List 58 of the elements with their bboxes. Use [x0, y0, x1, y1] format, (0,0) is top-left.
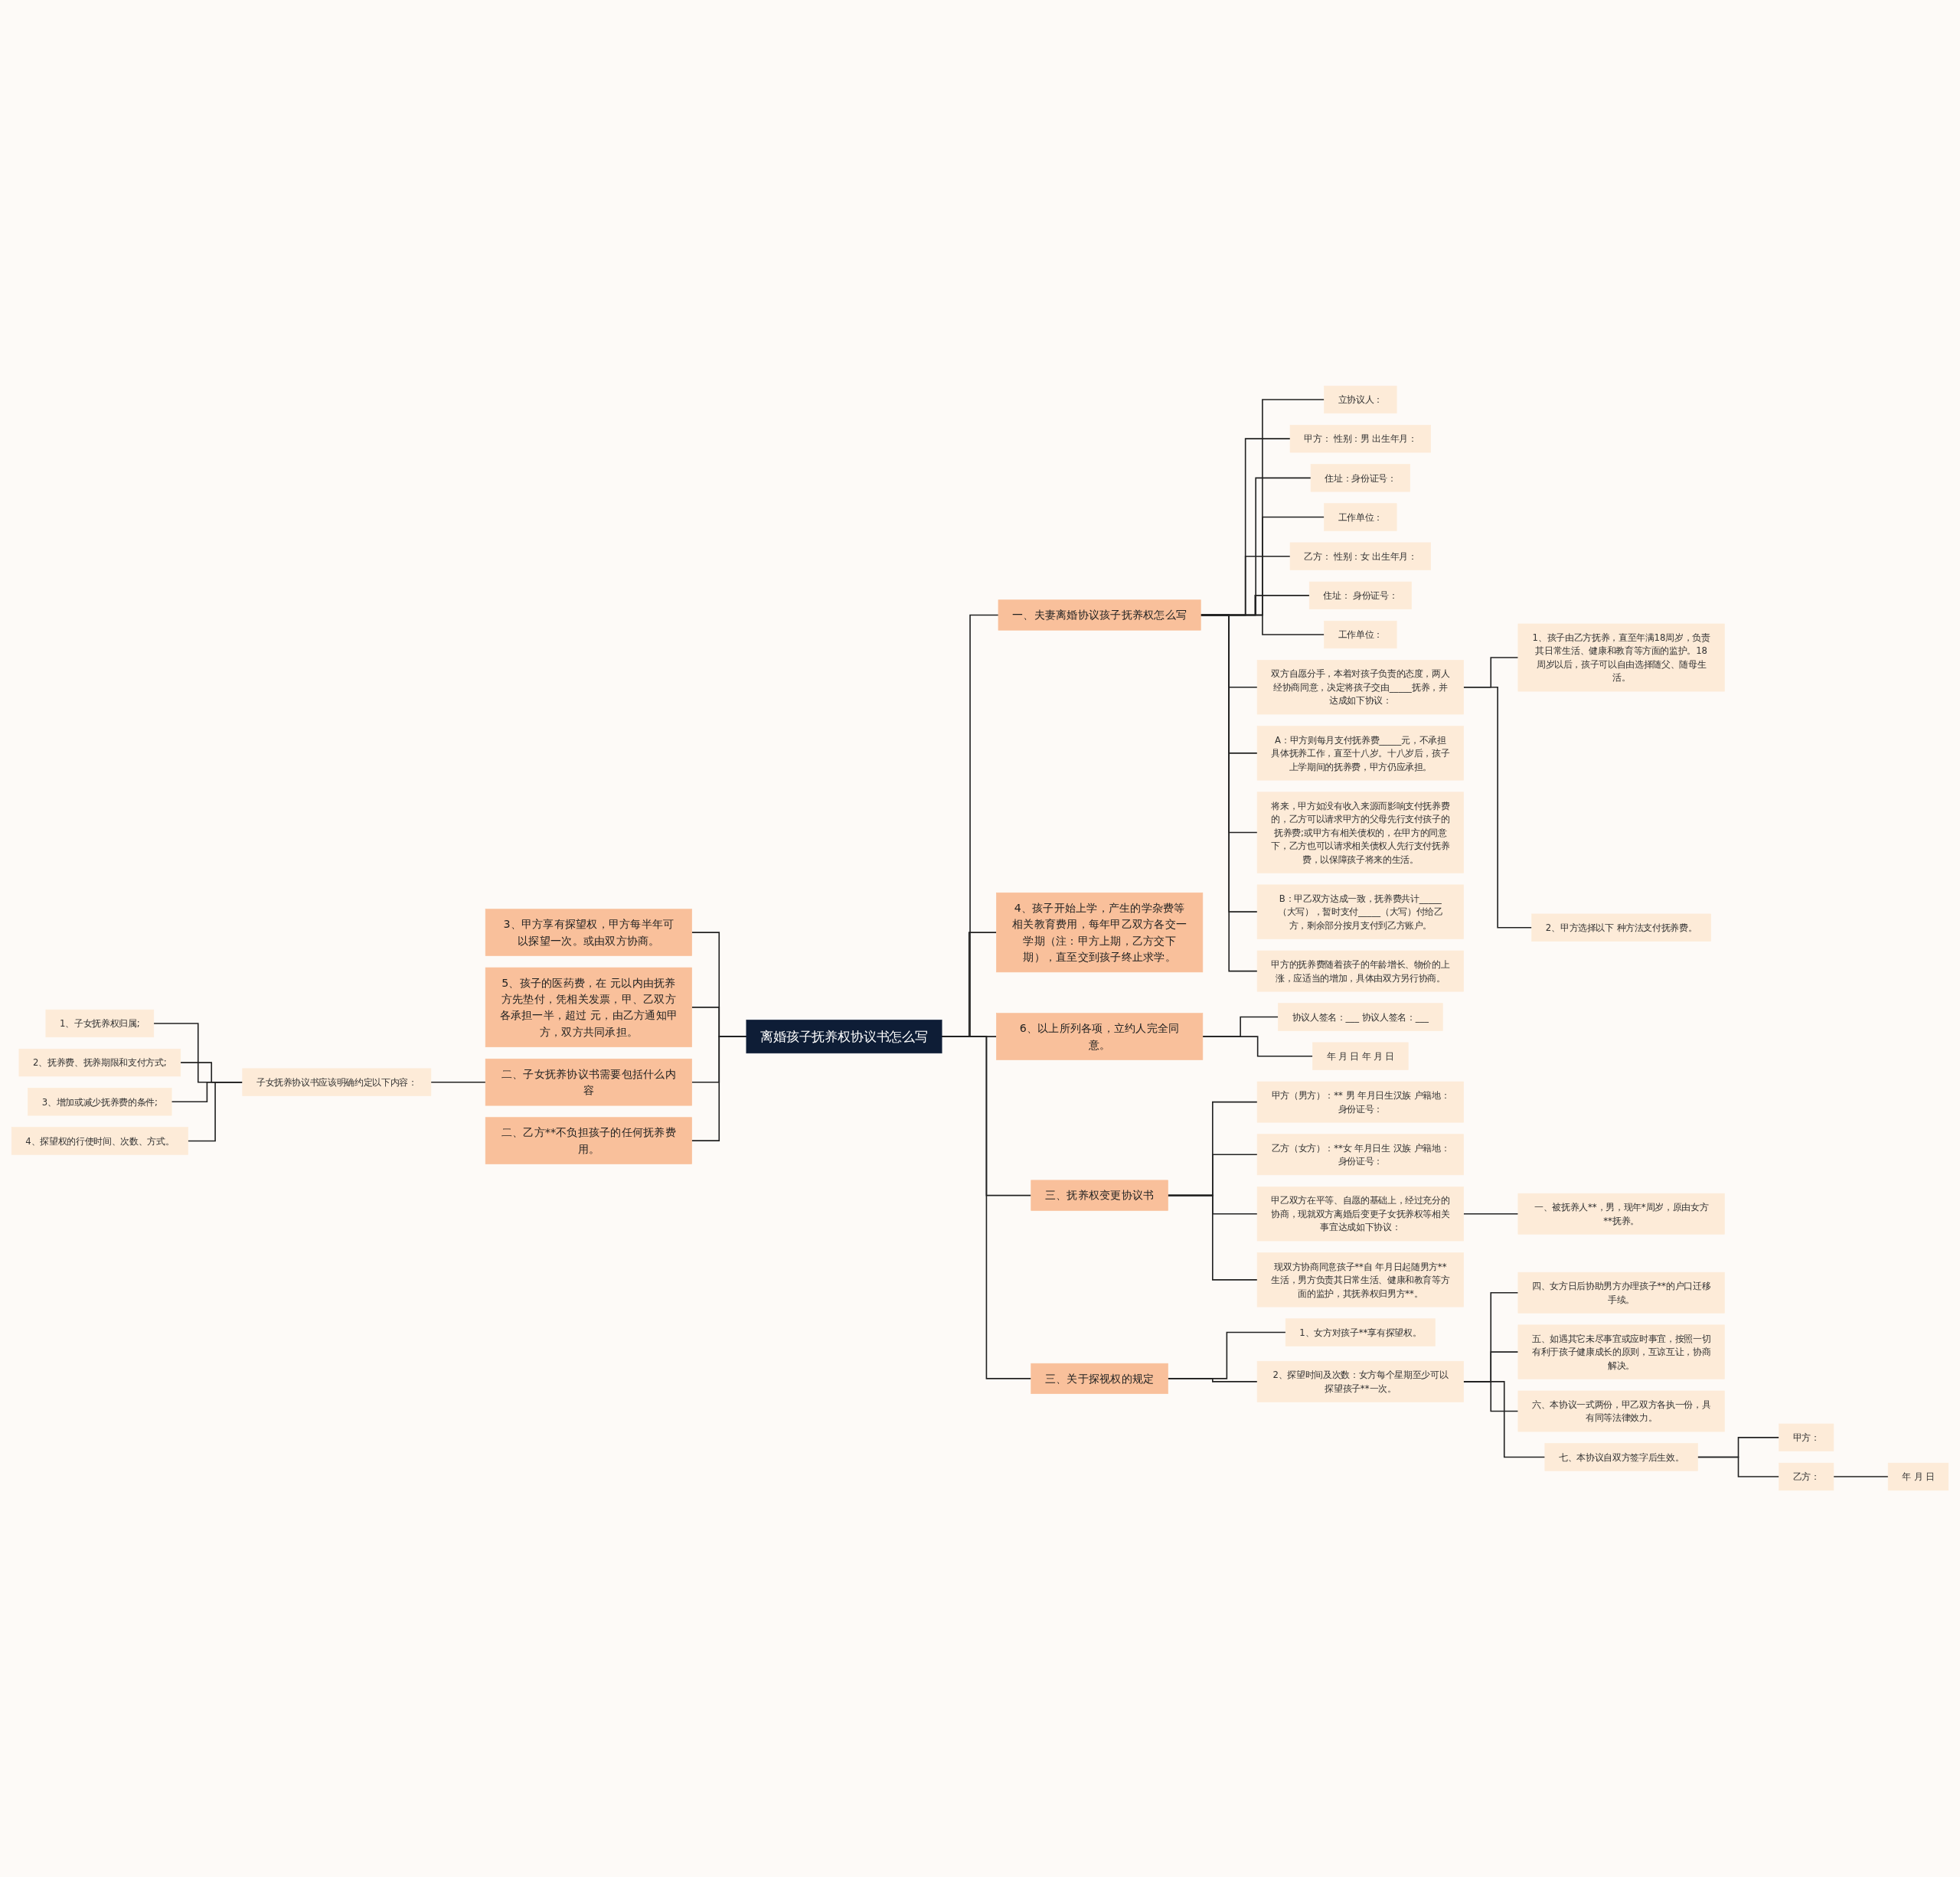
node-box: 一、夫妻离婚协议孩子抚养权怎么写: [998, 599, 1201, 632]
connector: [1833, 1476, 1889, 1478]
node-box: 甲乙双方在平等、自愿的基础上，经过充分的协商，现就双方离婚后变更子女抚养权等相关事宜达成如下协议：: [1256, 1187, 1464, 1242]
node-box: 三、抚养权变更协议书: [1031, 1180, 1168, 1212]
node-box: 双方自愿分手，本着对孩子负责的态度，两人经协商同意，决定将孩子交由_____抚养，并达成如下协议：: [1256, 660, 1464, 715]
node-box: 二、子女抚养协议书需要包括什么内容: [485, 1059, 692, 1106]
node-box: 协议人签名：___ 协议人签名：___: [1278, 1003, 1443, 1032]
connector: [1167, 1195, 1258, 1281]
connector: [1462, 1381, 1546, 1458]
node-box: 3、增加或减少抚养费的条件;: [28, 1088, 172, 1116]
node-box: 2、甲方选择以下 种方法支付抚养费。: [1531, 914, 1711, 942]
node-box: 4、孩子开始上学，产生的学杂费等相关教育费用，每年甲乙双方各交一学期（注：甲方上期，乙方交下期），直至交到孩子终止求学。: [996, 893, 1204, 973]
node-box: 三、关于探视权的规定: [1031, 1363, 1168, 1395]
connector: [1697, 1457, 1780, 1478]
node-box: 住址： 身份证号：: [1308, 582, 1412, 610]
connector: [1202, 1036, 1314, 1057]
node-box: 年 月 日: [1887, 1463, 1949, 1491]
node-box: 子女抚养协议书应该明确约定以下内容：: [242, 1069, 432, 1097]
node-box: 六、本协议一式两份，甲乙双方各执一份，具有同等法律效力。: [1517, 1391, 1725, 1432]
node-box: 住址：身份证号：: [1310, 464, 1410, 492]
node-box: 五、如遇其它未尽事宜或应时事宜，按照一切有利于孩子健康成长的原则，互谅互让，协商解决。: [1517, 1324, 1725, 1380]
node-box: 3、甲方享有探望权，甲方每半年可以探望一次。或由双方协商。: [485, 909, 692, 957]
connector: [1462, 687, 1533, 929]
node-box: B：甲乙双方达成一致，抚养费共计_____（大写），暂时支付_____（大写）付给乙方，剩余部分按月支付到乙方账户。: [1256, 885, 1464, 940]
node-box: 立协议人：: [1324, 386, 1397, 414]
node-box: 乙方（女方）：**女 年月日生 汉族 户籍地：身份证号：: [1256, 1134, 1464, 1176]
node-box: 5、孩子的医药费，在 元以内由抚养方先垫付，凭相关发票，甲、乙双方各承担一半，超过 元，由乙方通知甲方，双方共同承担。: [485, 968, 692, 1048]
connector: [1200, 615, 1258, 972]
node-box: 离婚孩子抚养权协议书怎么写: [746, 1020, 942, 1054]
connector: [1167, 1378, 1258, 1383]
node-box: 乙方：: [1779, 1463, 1834, 1491]
node-box: 年 月 日 年 月 日: [1312, 1043, 1409, 1071]
node-box: 将来，甲方如没有收入来源而影响支付抚养费的，乙方可以请求甲方的父母先行支付孩子的抚养费;或甲方有相关债权的，在甲方的同意下，乙方也可以请求相关债权人先行支付抚养费，以保障孩子将来的生活。: [1256, 792, 1464, 874]
node-box: 2、探望时间及次数：女方每个星期至少可以探望孩子**一次。: [1256, 1361, 1464, 1403]
node-box: 1、孩子由乙方抚养，直至年满18周岁，负责其日常生活、健康和教育等方面的监护。18周岁以后，孩子可以自由选择随父、随母生活。: [1517, 624, 1725, 692]
node-box: 二、乙方**不负担孩子的任何抚养费用。: [485, 1117, 692, 1165]
node-box: 6、以上所列各项，立约人完全同意。: [996, 1013, 1204, 1061]
node-box: 1、女方对孩子**享有探望权。: [1285, 1318, 1436, 1347]
connector: [1462, 1213, 1519, 1215]
connector: [430, 1082, 486, 1083]
connector: [941, 1036, 1032, 1380]
connector: [691, 1036, 747, 1142]
node-box: 甲方的抚养费随着孩子的年龄增长、物价的上涨，应适当的增加，具体由双方另行协商。: [1256, 951, 1464, 992]
node-box: 一、被抚养人**，男，现年*周岁，原由女方**抚养。: [1517, 1193, 1725, 1236]
node-box: 工作单位：: [1324, 503, 1397, 532]
node-box: 4、探望权的行使时间、次数、方式。: [11, 1127, 188, 1156]
node-box: 乙方： 性别：女 出生年月：: [1289, 543, 1431, 571]
node-box: 四、女方日后协助男方办理孩子**的户口迁移手续。: [1517, 1272, 1725, 1314]
node-box: 甲方（男方）：** 男 年月日生汉族 户籍地：身份证号：: [1256, 1082, 1464, 1123]
node-box: 工作单位：: [1324, 621, 1397, 649]
node-box: 现双方协商同意孩子**自 年月日起随男方**生活，男方负责其日常生活、健康和教育等方面的监护，其抚养权归男方**。: [1256, 1252, 1464, 1307]
node-box: 七、本协议自双方签字后生效。: [1544, 1443, 1698, 1472]
node-box: A：甲方则每月支付抚养费_____元，不承担具体抚养工作，直至十八岁。十八岁后，孩子上学期间的抚养费，甲方仍应承担。: [1256, 726, 1464, 781]
node-box: 甲方： 性别：男 出生年月：: [1289, 425, 1431, 453]
node-box: 甲方：: [1779, 1424, 1834, 1452]
node-box: 2、抚养费、抚养期限和支付方式;: [18, 1049, 181, 1077]
connector: [187, 1082, 243, 1142]
node-box: 1、子女抚养权归属;: [45, 1010, 155, 1038]
